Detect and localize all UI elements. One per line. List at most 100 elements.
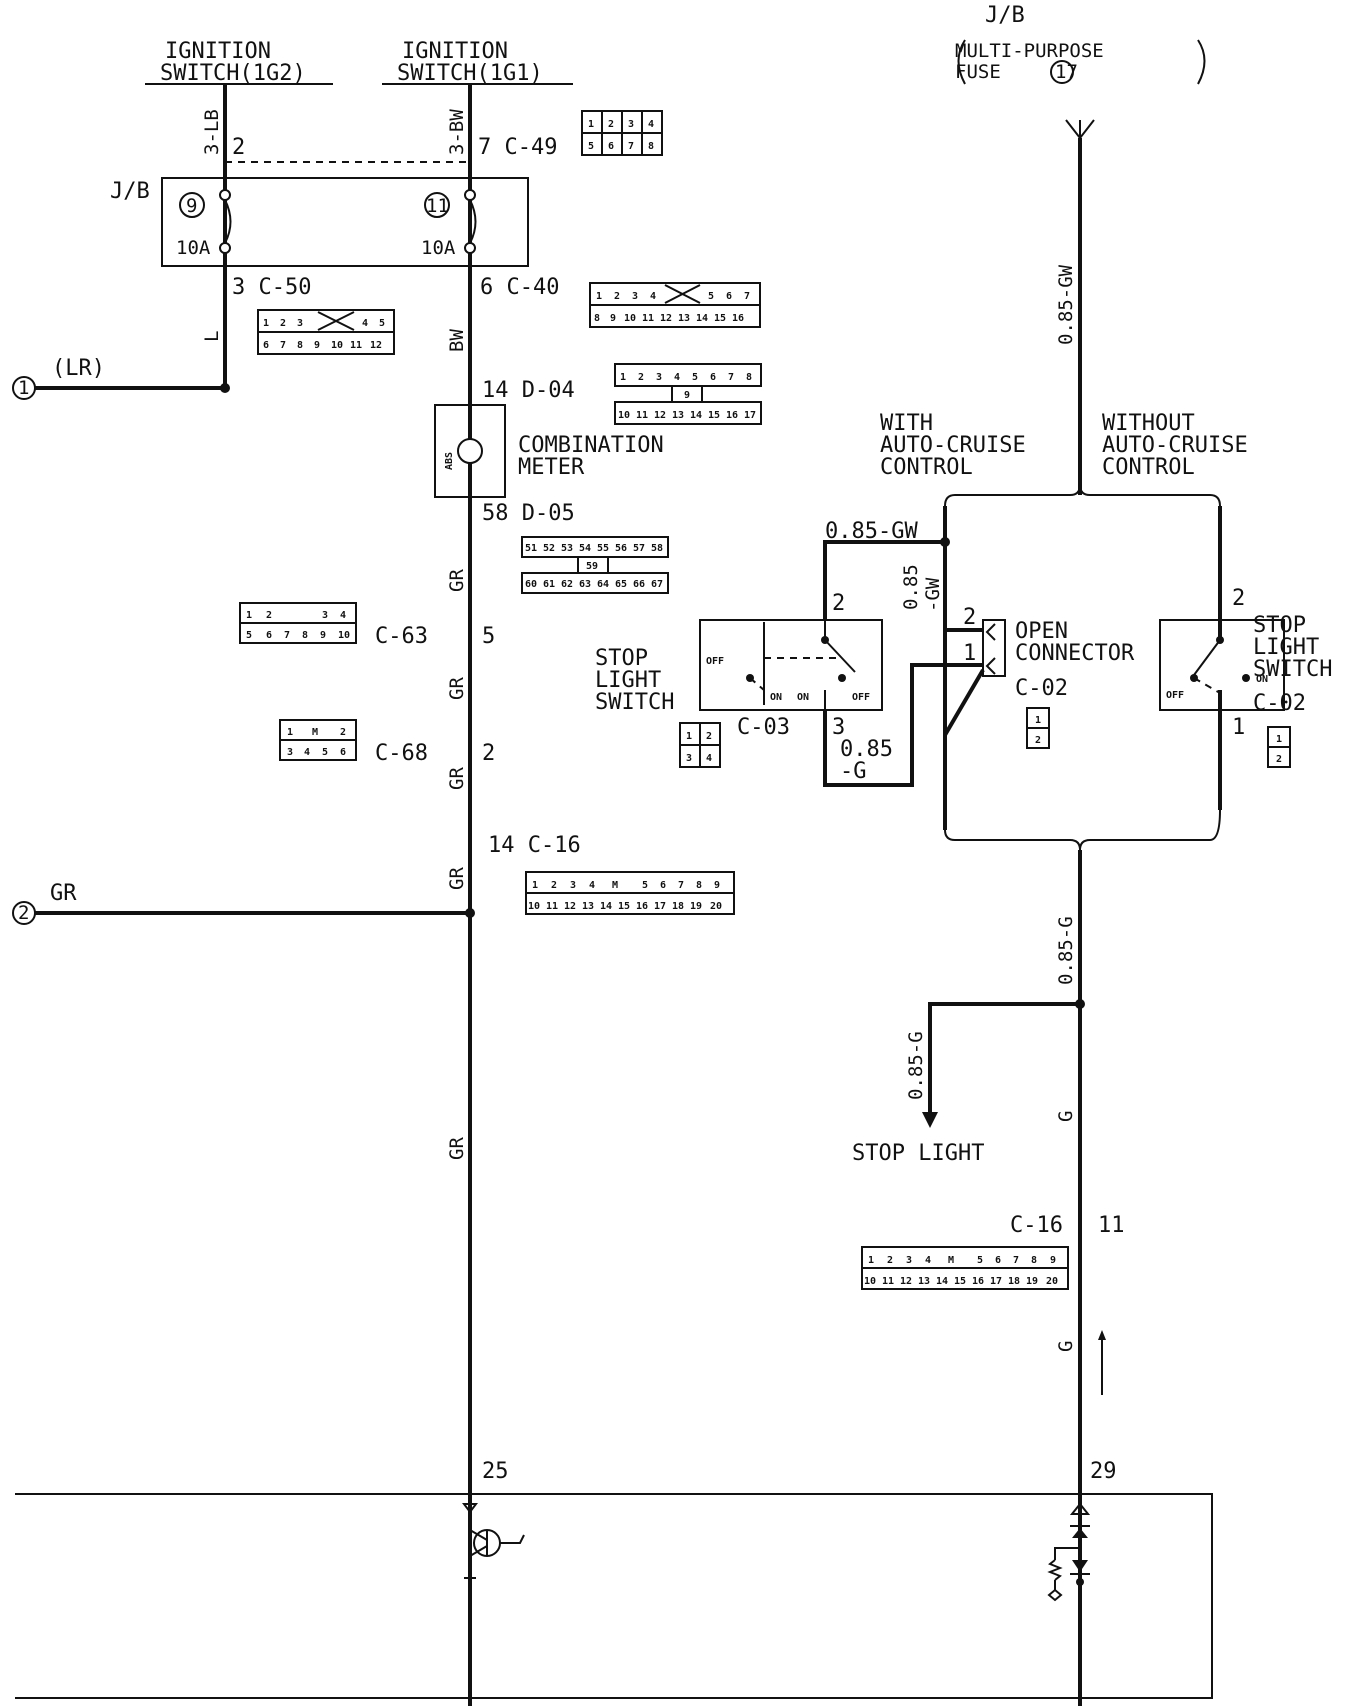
svg-text:19: 19 <box>1026 1276 1038 1287</box>
svg-text:3: 3 <box>322 610 328 621</box>
svg-text:12: 12 <box>564 901 576 912</box>
svg-text:2: 2 <box>266 610 272 621</box>
svg-text:3: 3 <box>628 119 634 130</box>
svg-text:1: 1 <box>532 880 538 891</box>
svg-text:54: 54 <box>579 543 591 554</box>
svg-text:15: 15 <box>714 313 726 324</box>
svg-text:8: 8 <box>696 880 702 891</box>
svg-text:2: 2 <box>614 291 620 302</box>
svg-text:9: 9 <box>684 390 690 401</box>
svg-text:6: 6 <box>608 141 614 152</box>
svg-text:4: 4 <box>589 880 595 891</box>
stop-light-switch-right-label: STOP LIGHT SWITCH <box>1253 613 1332 682</box>
svg-text:2: 2 <box>887 1255 893 1266</box>
pin-14-d04: 14 D-04 <box>482 378 575 403</box>
ref-2-branch: 2 GR <box>12 881 475 925</box>
svg-text:4: 4 <box>362 318 368 329</box>
fuse-9: 9 10A <box>176 189 232 259</box>
fuse-terminal-symbol <box>1065 119 1095 140</box>
svg-text:11: 11 <box>350 340 362 351</box>
wire-label-gr-1: GR <box>446 569 468 592</box>
svg-text:M: M <box>948 1255 954 1266</box>
svg-text:MULTI-PURPOSE: MULTI-PURPOSE <box>955 40 1104 62</box>
svg-text:M: M <box>612 880 618 891</box>
svg-text:16: 16 <box>732 313 744 324</box>
connector-c68-label: C-68 <box>375 741 428 766</box>
svg-text:COMBINATION: COMBINATION <box>518 433 664 458</box>
svg-text:15: 15 <box>954 1276 966 1287</box>
svg-text:15: 15 <box>618 901 630 912</box>
svg-text:7: 7 <box>744 291 750 302</box>
svg-text:62: 62 <box>561 579 573 590</box>
svg-text:9: 9 <box>186 195 197 217</box>
svg-text:6: 6 <box>660 880 666 891</box>
svg-text:4: 4 <box>340 610 346 621</box>
svg-text:1: 1 <box>686 731 692 742</box>
svg-text:12: 12 <box>654 410 666 421</box>
svg-text:2: 2 <box>608 119 614 130</box>
svg-text:1: 1 <box>246 610 252 621</box>
svg-text:4: 4 <box>706 753 712 764</box>
svg-text:4: 4 <box>925 1255 931 1266</box>
svg-text:8: 8 <box>1031 1255 1037 1266</box>
wire-label-3lb: 3-LB <box>201 109 223 155</box>
pin-58-d05: 58 D-05 <box>482 501 575 526</box>
svg-text:9: 9 <box>610 313 616 324</box>
svg-text:20: 20 <box>710 901 722 912</box>
svg-text:CONTROL: CONTROL <box>880 455 973 480</box>
wire-label-g-switch-2: -G <box>840 759 867 784</box>
svg-text:5: 5 <box>708 291 714 302</box>
svg-text:18: 18 <box>672 901 684 912</box>
svg-text:18: 18 <box>1008 1276 1020 1287</box>
wire-label-gw-vert-1: 0.85 <box>900 564 922 610</box>
svg-text:13: 13 <box>678 313 690 324</box>
svg-text:J/B: J/B <box>985 3 1025 28</box>
svg-text:10: 10 <box>331 340 343 351</box>
svg-text:8: 8 <box>302 630 308 641</box>
svg-text:5: 5 <box>977 1255 983 1266</box>
svg-text:9: 9 <box>320 630 326 641</box>
svg-text:1: 1 <box>1035 715 1041 726</box>
svg-text:5: 5 <box>692 372 698 383</box>
svg-text:14: 14 <box>600 901 612 912</box>
svg-text:4: 4 <box>304 747 310 758</box>
svg-text:13: 13 <box>918 1276 930 1287</box>
svg-text:10: 10 <box>624 313 636 324</box>
svg-text:10A: 10A <box>176 237 211 259</box>
svg-text:5: 5 <box>379 318 385 329</box>
sw2-pin-2: 2 <box>1232 586 1245 611</box>
pin-7-c49: 7 C-49 <box>478 135 557 160</box>
svg-text:M: M <box>312 727 318 738</box>
svg-text:STOP: STOP <box>1253 613 1306 638</box>
connector-c02-label-left: C-02 <box>1015 676 1068 701</box>
svg-text:SWITCH(1G1): SWITCH(1G1) <box>397 61 543 86</box>
svg-text:7: 7 <box>678 880 684 891</box>
svg-text:6: 6 <box>726 291 732 302</box>
svg-text:AUTO-CRUISE: AUTO-CRUISE <box>880 433 1026 458</box>
svg-text:3: 3 <box>297 318 303 329</box>
svg-text:2: 2 <box>1035 735 1041 746</box>
svg-text:14: 14 <box>690 410 702 421</box>
svg-text:5: 5 <box>588 141 594 152</box>
stop-light-switch-left-label: STOP LIGHT SWITCH <box>595 646 674 715</box>
wire-label-g-switch-1: 0.85 <box>840 737 893 762</box>
pin-2-c68: 2 <box>482 741 495 766</box>
svg-text:6: 6 <box>995 1255 1001 1266</box>
svg-text:11: 11 <box>636 410 648 421</box>
wire-label-gr-2: GR <box>446 677 468 700</box>
combination-meter: ABS COMBINATION METER <box>434 404 664 498</box>
svg-text:55: 55 <box>597 543 609 554</box>
svg-text:53: 53 <box>561 543 573 554</box>
svg-text:3: 3 <box>686 753 692 764</box>
svg-text:10: 10 <box>528 901 540 912</box>
svg-text:6: 6 <box>263 340 269 351</box>
svg-text:LIGHT: LIGHT <box>1253 635 1319 660</box>
svg-text:14: 14 <box>936 1276 948 1287</box>
wire-label-g-main: 0.85-G <box>1055 916 1077 985</box>
pin-3-c50: 3 C-50 <box>232 275 311 300</box>
